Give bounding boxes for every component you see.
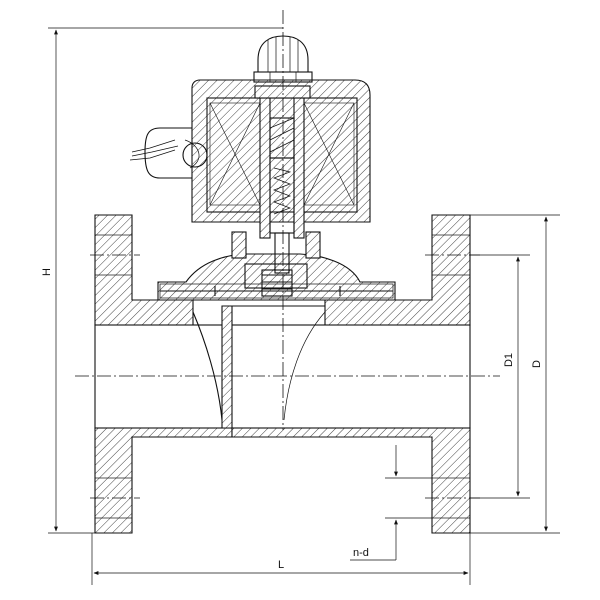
dimension-n-d: n-d [350, 445, 432, 561]
partition-wall [221, 305, 233, 429]
side-connector [129, 127, 208, 179]
left-flange-lower [94, 427, 233, 534]
dimension-D1: D1 [470, 254, 530, 499]
dimension-D: D [470, 214, 560, 534]
coil-housing [191, 79, 371, 274]
coil-shell [191, 79, 371, 223]
dimension-H: H [41, 27, 283, 534]
bonnet [157, 231, 396, 301]
left-flange-upper [94, 214, 194, 326]
bonnet-cover [157, 253, 396, 301]
right-flange-lower [231, 427, 471, 534]
dimension-n-d-label: n-d [353, 547, 369, 559]
dimension-D1-label: D1 [503, 353, 515, 367]
dimension-H-label: H [41, 268, 53, 276]
dimension-L-label: L [278, 559, 284, 571]
dimension-D-label: D [531, 360, 543, 368]
dimension-L: L [91, 533, 471, 585]
